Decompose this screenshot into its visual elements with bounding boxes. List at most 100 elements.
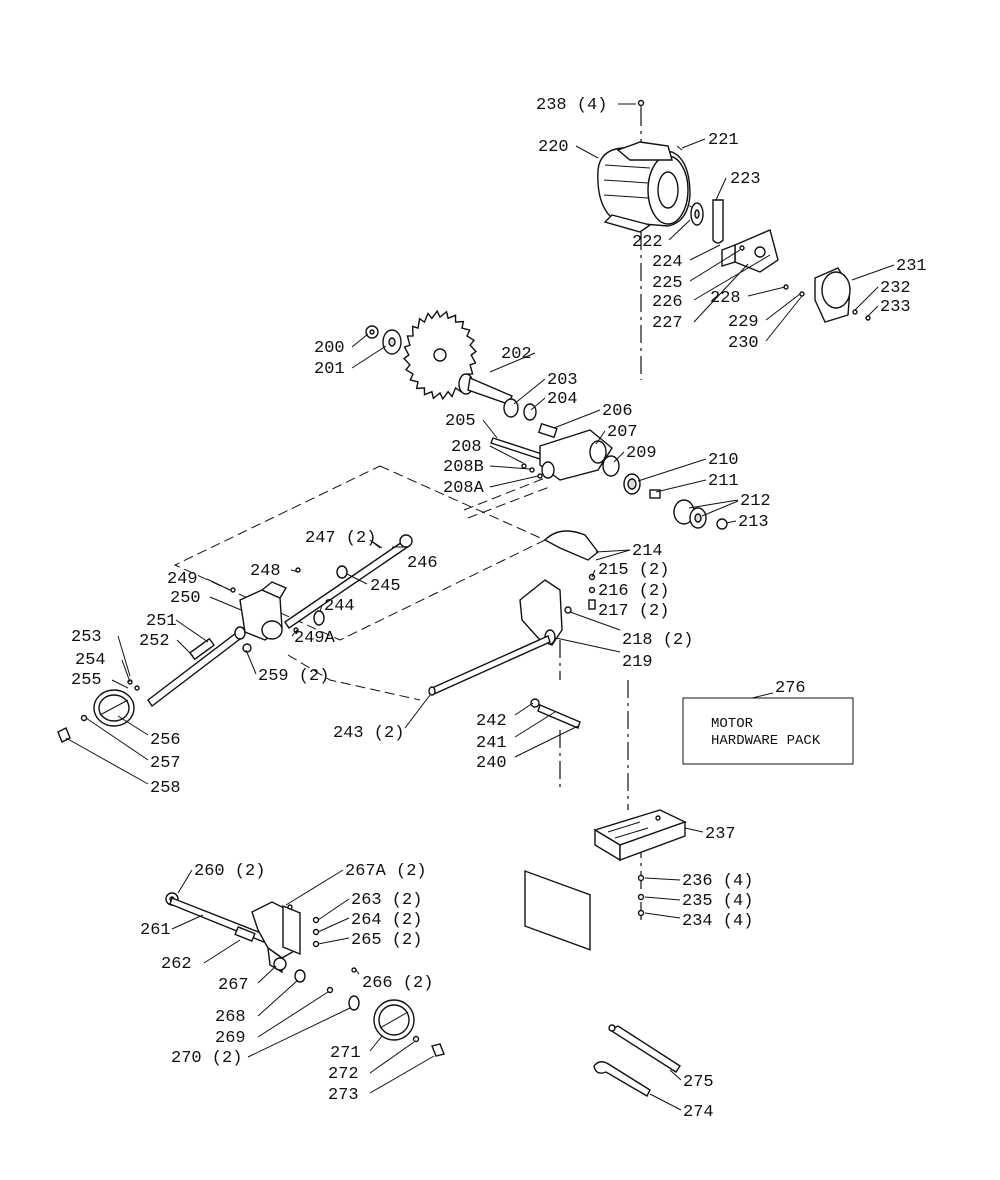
label-202: 202: [501, 345, 532, 364]
label-222: 222: [632, 233, 663, 252]
label-244: 244: [324, 597, 355, 616]
label-238: 238 (4): [536, 96, 607, 115]
label-218: 218 (2): [622, 631, 693, 650]
label-267A: 267A (2): [345, 862, 427, 881]
label-235: 235 (4): [682, 892, 753, 911]
handwheel-upper-knob: [57, 714, 88, 743]
label-205: 205: [445, 412, 476, 431]
label-234: 234 (4): [682, 912, 753, 931]
phantom-outline-upper: [173, 465, 553, 701]
label-220: 220: [538, 138, 569, 157]
label-224: 224: [652, 253, 683, 272]
label-243: 243 (2): [333, 724, 404, 743]
motor: [597, 141, 701, 233]
label-251: 251: [146, 612, 177, 631]
label-256: 256: [150, 731, 181, 750]
label-203: 203: [547, 371, 578, 390]
label-255: 255: [71, 671, 102, 690]
blade-flange: [382, 329, 402, 355]
label-208A: 208A: [443, 479, 485, 498]
assembly-centerlines: [559, 108, 642, 920]
label-248: 248: [250, 562, 281, 581]
bracket-hardware: [521, 463, 543, 479]
label-249: 249: [167, 570, 198, 589]
handwheel-upper: [93, 689, 135, 727]
label-258: 258: [150, 779, 181, 798]
wrench-275: [608, 1024, 681, 1073]
saw-blade: [402, 309, 478, 401]
label-272: 272: [328, 1065, 359, 1084]
label-273: 273: [328, 1086, 359, 1105]
label-252: 252: [139, 632, 170, 651]
label-274: 274: [683, 1103, 714, 1122]
raising-assembly-rear: [524, 698, 591, 951]
label-219: 219: [622, 653, 653, 672]
label-250: 250: [170, 589, 201, 608]
tilt-shaft: [147, 626, 246, 708]
label-211: 211: [708, 472, 739, 491]
hardware-pack-line1: MOTOR: [711, 716, 754, 732]
motor-mount-plate: [593, 809, 687, 862]
label-268: 268: [215, 1008, 246, 1027]
label-216: 216 (2): [598, 582, 669, 601]
tilt-bracket-hardware: [312, 916, 357, 973]
label-237: 237: [705, 825, 736, 844]
label-265: 265 (2): [351, 931, 422, 950]
label-210: 210: [708, 451, 739, 470]
hardware-pack-line2: HARDWARE PACK: [711, 733, 821, 749]
label-253: 253: [71, 628, 102, 647]
arbor-pin: [490, 437, 546, 461]
label-200: 200: [314, 339, 345, 358]
label-230: 230: [728, 334, 759, 353]
label-225: 225: [652, 274, 683, 293]
belt-guard: [814, 267, 851, 323]
label-208: 208: [451, 438, 482, 457]
motor-bracket: [721, 229, 779, 273]
label-226: 226: [652, 293, 683, 312]
tilt-washers: [294, 969, 360, 1011]
label-246: 246: [407, 554, 438, 573]
label-229: 229: [728, 313, 759, 332]
handwheel-lower: [373, 999, 415, 1041]
label-257: 257: [150, 754, 181, 773]
front-hardware: [127, 627, 299, 691]
label-259: 259 (2): [258, 667, 329, 686]
label-242: 242: [476, 712, 507, 731]
label-264: 264 (2): [351, 911, 422, 930]
label-262: 262: [161, 955, 192, 974]
label-232: 232: [880, 279, 911, 298]
label-228: 228: [710, 289, 741, 308]
label-201: 201: [314, 360, 345, 379]
rear-trunnion: [519, 579, 572, 646]
front-trunnion-bracket: [239, 581, 288, 641]
motor-pulley: [690, 202, 704, 226]
label-217: 217 (2): [598, 602, 669, 621]
label-254: 254: [75, 651, 106, 670]
label-247: 247 (2): [305, 529, 376, 548]
label-249A: 249A: [294, 629, 336, 648]
motor-key: [712, 199, 724, 244]
label-209: 209: [626, 444, 657, 463]
arbor-spacer: [537, 422, 558, 439]
tilt-plate: [282, 904, 301, 956]
trunnion-cap-hardware: [588, 573, 596, 610]
label-260: 260 (2): [194, 862, 265, 881]
blade-nut: [365, 325, 379, 339]
arbor-pulley: [673, 499, 707, 529]
label-207: 207: [607, 423, 638, 442]
label-267: 267: [218, 976, 249, 995]
part-labels: 238 (4) 221 220 223 222 224 225 226 227 …: [71, 96, 927, 1122]
handwheel-lower-knob: [412, 1035, 445, 1057]
label-204: 204: [547, 390, 578, 409]
label-212: 212: [740, 492, 771, 511]
arbor-bracket: [539, 429, 613, 481]
plate-hardware: [637, 874, 645, 917]
label-227: 227: [652, 314, 683, 333]
leader-lines: [65, 103, 895, 1111]
label-236: 236 (4): [682, 872, 753, 891]
label-241: 241: [476, 734, 507, 753]
label-276: 276: [775, 679, 806, 698]
trunnion-rod: [428, 635, 551, 696]
raising-collars: [230, 565, 348, 626]
